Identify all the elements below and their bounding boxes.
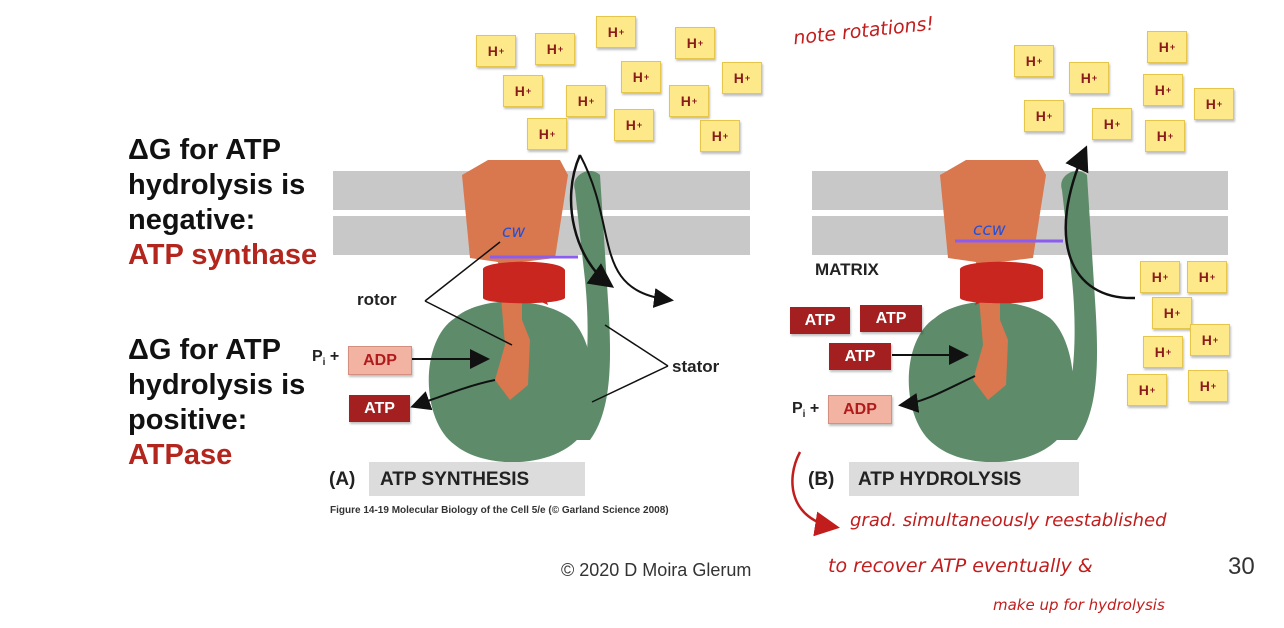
matrix-label: MATRIX	[815, 260, 879, 279]
statement-line: ΔG for ATP	[128, 334, 281, 366]
stator-label: stator	[672, 357, 720, 376]
caption-bar-b	[849, 462, 1079, 496]
statement-line: positive:	[128, 404, 248, 436]
handwritten-line-3: make up for hydrolysis	[993, 596, 1165, 614]
proton-box: H+	[1147, 31, 1187, 63]
proton-box: H+	[1127, 374, 1167, 406]
proton-box: H+	[614, 109, 654, 141]
proton-box: H+	[476, 35, 516, 67]
rotor-label: rotor	[357, 290, 397, 309]
atp-box-b3: ATP	[829, 343, 891, 370]
panel-b-title: ATP HYDROLYSIS	[858, 469, 1022, 490]
proton-box: H+	[669, 85, 709, 117]
statement-line: hydrolysis is	[128, 369, 306, 401]
atp-box-b1: ATP	[790, 307, 850, 334]
proton-box: H+	[1152, 297, 1192, 329]
proton-box: H+	[566, 85, 606, 117]
statement-result: ATPase	[128, 439, 233, 471]
figure-credit: Figure 14-19 Molecular Biology of the Ce…	[330, 505, 669, 516]
proton-path-arrow-a	[569, 154, 615, 288]
handwritten-line-1: grad. simultaneously reestablished	[850, 510, 1167, 531]
statement-line: hydrolysis is	[128, 169, 306, 201]
stator-a	[565, 170, 611, 440]
stator-b	[1052, 170, 1098, 440]
handwritten-arrow	[791, 451, 840, 537]
statement-line: negative:	[128, 204, 256, 236]
page-number: 30	[1228, 553, 1255, 580]
proton-exit-arrow-a	[579, 154, 674, 308]
stator-pointer-1	[604, 324, 669, 367]
statement-line: ΔG for ATP	[128, 134, 281, 166]
stator-pointer-2	[591, 365, 669, 403]
statement-result: ATP synthase	[128, 239, 318, 271]
atp-synthase-statement: ΔG for ATP hydrolysis is negative: ATP s…	[128, 133, 317, 273]
cw-note: cw	[502, 222, 526, 242]
rotation-arrow-b	[963, 280, 1008, 305]
atpase-statement: ΔG for ATP hydrolysis is positive: ATPas…	[128, 333, 305, 473]
rotor-pointer-1	[424, 241, 501, 302]
panel-b-letter: (B)	[808, 469, 835, 490]
proton-box: H+	[596, 16, 636, 48]
proton-box: H+	[1143, 336, 1183, 368]
rotation-arrow-a	[515, 280, 560, 305]
proton-box: H+	[675, 27, 715, 59]
panel-a-letter: (A)	[329, 469, 356, 490]
proton-box: H+	[535, 33, 575, 65]
adp-out-arrow	[898, 375, 976, 413]
proton-box: H+	[1092, 108, 1132, 140]
proton-path-arrow-b	[1064, 145, 1136, 300]
adp-box-b: ADP	[828, 395, 892, 424]
panel-a-title: ATP SYNTHESIS	[380, 469, 530, 490]
proton-box: H+	[1145, 120, 1185, 152]
rotation-ring-b	[959, 261, 1043, 304]
proton-box: H+	[503, 75, 543, 107]
proton-box: H+	[1140, 261, 1180, 293]
proton-box: H+	[527, 118, 567, 150]
handwritten-line-2: to recover ATP eventually &	[828, 555, 1093, 577]
proton-box: H+	[1024, 100, 1064, 132]
atp-box-b2: ATP	[860, 305, 922, 332]
ccw-note: ccw	[973, 220, 1006, 240]
rotation-ring-a	[482, 261, 565, 304]
adp-box-a: ADP	[348, 346, 412, 375]
phosphate-label-a: Pi +	[312, 348, 340, 369]
proton-box: H+	[1187, 261, 1227, 293]
proton-box: H+	[621, 61, 661, 93]
proton-box: H+	[1194, 88, 1234, 120]
caption-bar-a	[369, 462, 585, 496]
copyright: © 2020 D Moira Glerum	[561, 560, 752, 580]
proton-box: H+	[700, 120, 740, 152]
proton-box: H+	[1190, 324, 1230, 356]
proton-box: H+	[1143, 74, 1183, 106]
proton-box: H+	[1014, 45, 1054, 77]
atp-out-arrow	[410, 379, 496, 411]
proton-box: H+	[722, 62, 762, 94]
rotor-pointer-2	[424, 300, 513, 346]
phosphate-label-b: Pi +	[792, 400, 820, 421]
proton-box: H+	[1069, 62, 1109, 94]
proton-box: H+	[1188, 370, 1228, 402]
atp-box-a: ATP	[349, 395, 410, 422]
